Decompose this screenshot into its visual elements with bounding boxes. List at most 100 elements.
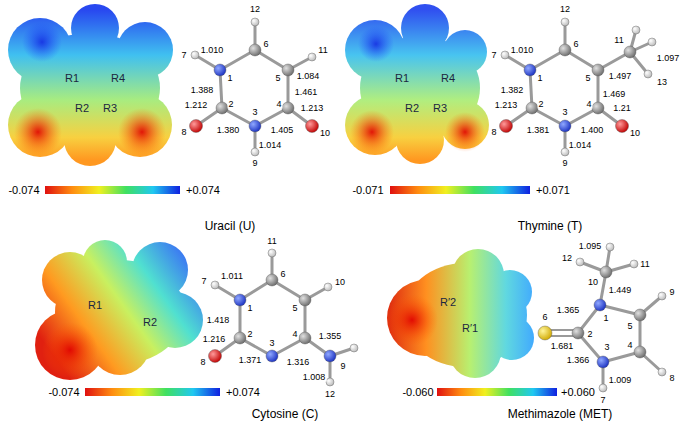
bond-length: 1.449 [608, 286, 633, 295]
atom-number: 8 [180, 128, 187, 137]
molecule-caption: Cytosine (C) [252, 408, 319, 420]
scale-value: +0.060 [560, 387, 596, 398]
atom-number: 4 [275, 100, 282, 109]
atom-number: 9 [561, 159, 568, 168]
atom-number: 6 [541, 313, 548, 322]
scale-value: +0.074 [185, 185, 221, 196]
bond-length: 1.380 [216, 126, 241, 135]
atom-number: 2 [586, 330, 593, 339]
atoms [190, 18, 667, 392]
ring-label: R4 [111, 73, 125, 84]
atom-number: 2 [537, 100, 544, 109]
bond-length: 1.316 [286, 358, 311, 367]
atom-number: 5 [291, 304, 298, 313]
scale-value: -0.074 [7, 185, 40, 196]
bond-length: 1.388 [190, 86, 215, 95]
atom-number: 4 [626, 341, 633, 350]
ring-label: R1 [395, 73, 409, 84]
bond-length: 1.21 [612, 104, 632, 113]
ring-label: R2 [143, 317, 157, 328]
bond-length: 1.213 [494, 101, 519, 110]
atom-number: 10 [587, 278, 599, 287]
esp-map [35, 240, 203, 380]
atom-number: 6 [572, 40, 579, 49]
esp-map [345, 4, 489, 164]
bond-length: 1.010 [510, 46, 535, 55]
atom-number: 4 [585, 100, 592, 109]
ring-label: R1 [88, 300, 102, 311]
bond-length: 1.418 [206, 316, 231, 325]
atom-number: 4 [291, 330, 298, 339]
ring-label: R2 [75, 103, 89, 114]
atom-number: 2 [227, 100, 234, 109]
atom-number: 9 [251, 159, 258, 168]
bond-length: 1.014 [568, 141, 593, 150]
bond-length: 1.371 [238, 356, 263, 365]
atom-number: 7 [200, 277, 207, 286]
ring-label: R1 [65, 73, 79, 84]
bond-length: 1.011 [220, 272, 244, 281]
bond-length: 1.014 [258, 141, 283, 150]
atom-number: 12 [324, 390, 336, 399]
bond-length: 1.382 [500, 86, 525, 95]
scale-value: -0.060 [401, 387, 434, 398]
atom-number: 3 [251, 108, 258, 117]
atom-number: 3 [603, 343, 610, 352]
atom-number: 8 [490, 128, 497, 137]
atom-number: 11 [639, 260, 650, 269]
atom-number: 11 [613, 36, 624, 45]
atom-number: 8 [668, 374, 675, 383]
color-bar [85, 388, 220, 396]
atom-number: 10 [319, 129, 331, 138]
atom-number: 12 [249, 5, 261, 14]
ring-label: R′2 [440, 297, 456, 308]
scale-value: -0.071 [351, 185, 384, 196]
atom-number: 3 [268, 339, 275, 348]
color-bar [437, 388, 557, 396]
bond-length: 1.366 [566, 356, 591, 365]
bond-length: 1.381 [526, 126, 551, 135]
atom-number: 8 [199, 358, 206, 367]
bonds [195, 22, 662, 388]
atom-number: 5 [274, 74, 281, 83]
atom-number: 1 [602, 314, 609, 323]
bond-length: 1.213 [300, 104, 325, 113]
color-bar [390, 186, 530, 194]
atom-number: 9 [339, 362, 346, 371]
bond-length: 1.010 [200, 46, 225, 55]
molecule-caption: Uracil (U) [205, 220, 256, 232]
atom-number: 7 [490, 51, 497, 60]
bond-length: 1.084 [296, 72, 321, 81]
bond-length: 1.009 [608, 376, 633, 385]
bond-length: 1.681 [550, 342, 575, 351]
bond-length: 1.212 [184, 101, 209, 110]
bond-length: 1.097 [656, 54, 681, 63]
bond-length: 1.365 [556, 306, 581, 315]
atom-number: 5 [584, 74, 591, 83]
atom-number: 6 [279, 270, 286, 279]
atom-number: 6 [262, 40, 269, 49]
atom-number: 12 [561, 254, 573, 263]
atom-number: 11 [317, 46, 328, 55]
color-bar [45, 186, 180, 194]
ring-label: R′1 [462, 323, 478, 334]
atom-number: 3 [561, 108, 568, 117]
ring-label: R3 [103, 103, 117, 114]
bond-length: 1.008 [302, 373, 327, 382]
bond-length: 1.095 [578, 242, 603, 251]
atom-number: 1 [246, 304, 253, 313]
bond-length: 1.469 [602, 90, 627, 99]
molecule-caption: Thymine (T) [518, 220, 583, 232]
atom-number: 7 [180, 51, 187, 60]
ring-label: R2 [405, 103, 419, 114]
scale-value: +0.074 [225, 387, 261, 398]
atom-number: 1 [536, 74, 543, 83]
molecule-caption: Methimazole (MET) [508, 408, 613, 420]
atom-number: 9 [668, 288, 675, 297]
bond-length: 1.400 [580, 126, 605, 135]
atom-number: 2 [246, 330, 253, 339]
bond-length: 1.216 [202, 335, 227, 344]
atom-number: 10 [629, 129, 641, 138]
ring-label: R4 [441, 73, 455, 84]
